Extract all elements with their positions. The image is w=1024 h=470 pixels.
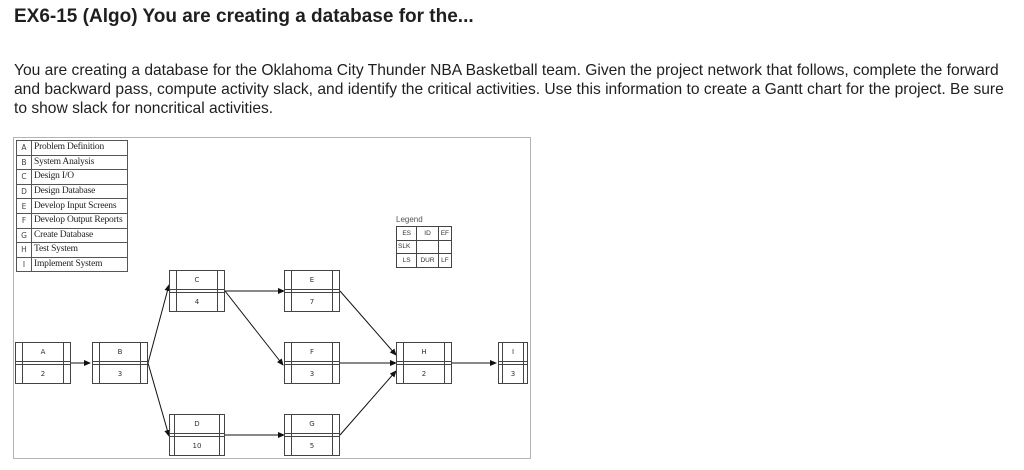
node-d: D 10: [169, 413, 225, 457]
node-a: A 2: [14, 341, 72, 385]
node-i: I 3: [498, 341, 528, 385]
legend-lf: LF: [437, 253, 453, 268]
activity-name: Implement System: [31, 256, 128, 273]
node-duration: 2: [22, 363, 64, 385]
node-duration: 10: [173, 435, 221, 457]
arrow-e-h: [339, 290, 397, 356]
node-g: G 5: [284, 413, 340, 457]
node-label: B: [99, 341, 141, 363]
node-h: H 2: [396, 341, 452, 385]
node-b: B 3: [91, 341, 149, 385]
arrow-b-d: [147, 362, 171, 437]
node-label: F: [291, 341, 333, 363]
legend-ls: LS: [395, 253, 418, 268]
node-label: C: [175, 269, 219, 291]
legend-es: ES: [395, 226, 418, 241]
node-duration: 3: [291, 363, 333, 385]
node-duration: 4: [175, 291, 219, 313]
node-f: F 3: [283, 341, 341, 385]
node-label: A: [22, 341, 64, 363]
node-duration: 5: [290, 435, 334, 457]
node-duration: 7: [291, 291, 333, 313]
arrow-c-f: [224, 290, 284, 366]
node-label: H: [402, 341, 446, 363]
legend-slk: SLK: [395, 239, 418, 255]
page-title: EX6-15 (Algo) You are creating a databas…: [14, 6, 474, 27]
problem-instructions: You are creating a database for the Okla…: [14, 62, 1004, 117]
arrow-g-h: [339, 370, 397, 436]
arrow-b-c: [147, 284, 171, 364]
node-c: C 4: [169, 269, 225, 313]
node-e: E 7: [283, 269, 341, 313]
node-duration: 3: [99, 363, 141, 385]
node-duration: 3: [501, 363, 525, 385]
node-label: G: [290, 413, 334, 435]
node-label: D: [173, 413, 221, 435]
node-label: I: [501, 341, 525, 363]
network-arrows: [71, 284, 497, 438]
legend-id: ID: [416, 226, 439, 241]
node-duration: 2: [402, 363, 446, 385]
legend-title: Legend: [396, 215, 423, 224]
legend-dur: DUR: [416, 253, 439, 268]
node-label: E: [291, 269, 333, 291]
legend-ef: EF: [437, 226, 453, 241]
